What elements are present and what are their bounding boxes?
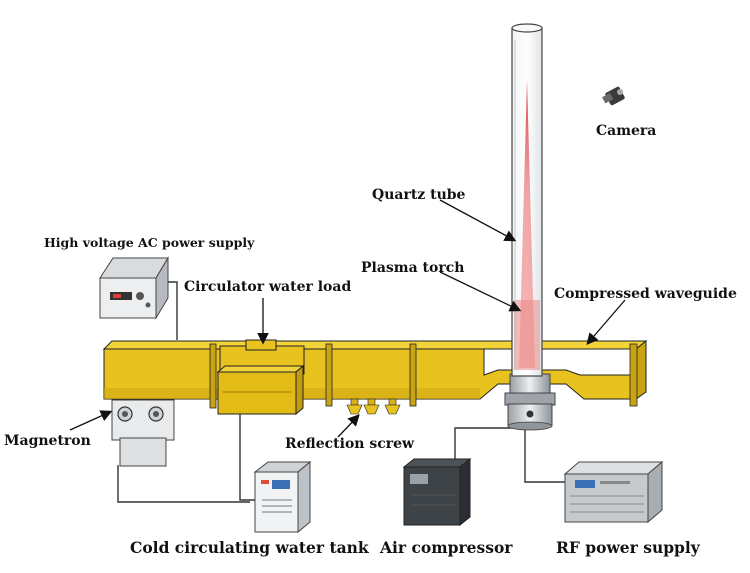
camera-label: Camera bbox=[596, 123, 657, 139]
reflection-screw-2 bbox=[363, 398, 380, 415]
torch-base bbox=[504, 373, 556, 431]
cold-water-tank-label: Cold circulating water tank bbox=[130, 538, 369, 557]
waveguide-end-face bbox=[635, 339, 647, 400]
magnetron bbox=[111, 399, 175, 467]
plasma-torch-label: Plasma torch bbox=[361, 260, 465, 276]
compressor-icon bbox=[402, 457, 472, 527]
cable-torch-compressor bbox=[454, 427, 520, 462]
waveguide-top-face bbox=[102, 340, 648, 350]
pointer-arrows bbox=[69, 199, 626, 438]
arrow-reflection-screw bbox=[337, 414, 360, 438]
high-voltage-ac-label: High voltage AC power supply bbox=[44, 235, 255, 250]
arrow-compressed-waveguide bbox=[586, 299, 626, 345]
reflection-screw-1 bbox=[346, 398, 363, 415]
cable-torch-rf bbox=[524, 428, 565, 483]
circulator-water-load bbox=[216, 339, 305, 416]
reflection-screws bbox=[346, 398, 401, 415]
quartz-tube bbox=[511, 23, 543, 377]
waveguide bbox=[102, 339, 648, 409]
chiller-icon bbox=[253, 460, 312, 534]
quartz-tube-label: Quartz tube bbox=[372, 187, 466, 203]
arrow-plasma-torch bbox=[439, 271, 522, 312]
flange-left bbox=[209, 343, 217, 409]
reflection-screw-3 bbox=[384, 398, 401, 415]
power-supply-icon bbox=[99, 256, 169, 320]
cables bbox=[117, 281, 565, 503]
cable-magnetron-chiller bbox=[117, 465, 250, 503]
rf-power-supply-label: RF power supply bbox=[556, 538, 700, 557]
flange-right bbox=[629, 343, 638, 407]
air-compressor-label: Air compressor bbox=[380, 538, 513, 557]
reflection-screw-label: Reflection screw bbox=[285, 436, 415, 452]
arrow-magnetron bbox=[69, 410, 113, 431]
rf-rack-icon bbox=[563, 460, 664, 524]
circulator-water-load-label: Circulator water load bbox=[184, 279, 352, 295]
flange-mid2 bbox=[409, 343, 417, 407]
camera-icon bbox=[602, 86, 625, 106]
compressed-waveguide-label: Compressed waveguide bbox=[554, 286, 737, 302]
plasma-flame bbox=[519, 80, 535, 368]
flange-mid bbox=[325, 343, 333, 407]
cable-load-chiller bbox=[239, 405, 255, 501]
circulator-box bbox=[217, 371, 297, 415]
arrow-quartz-tube bbox=[439, 199, 517, 242]
magnetron-label: Magnetron bbox=[4, 433, 91, 449]
